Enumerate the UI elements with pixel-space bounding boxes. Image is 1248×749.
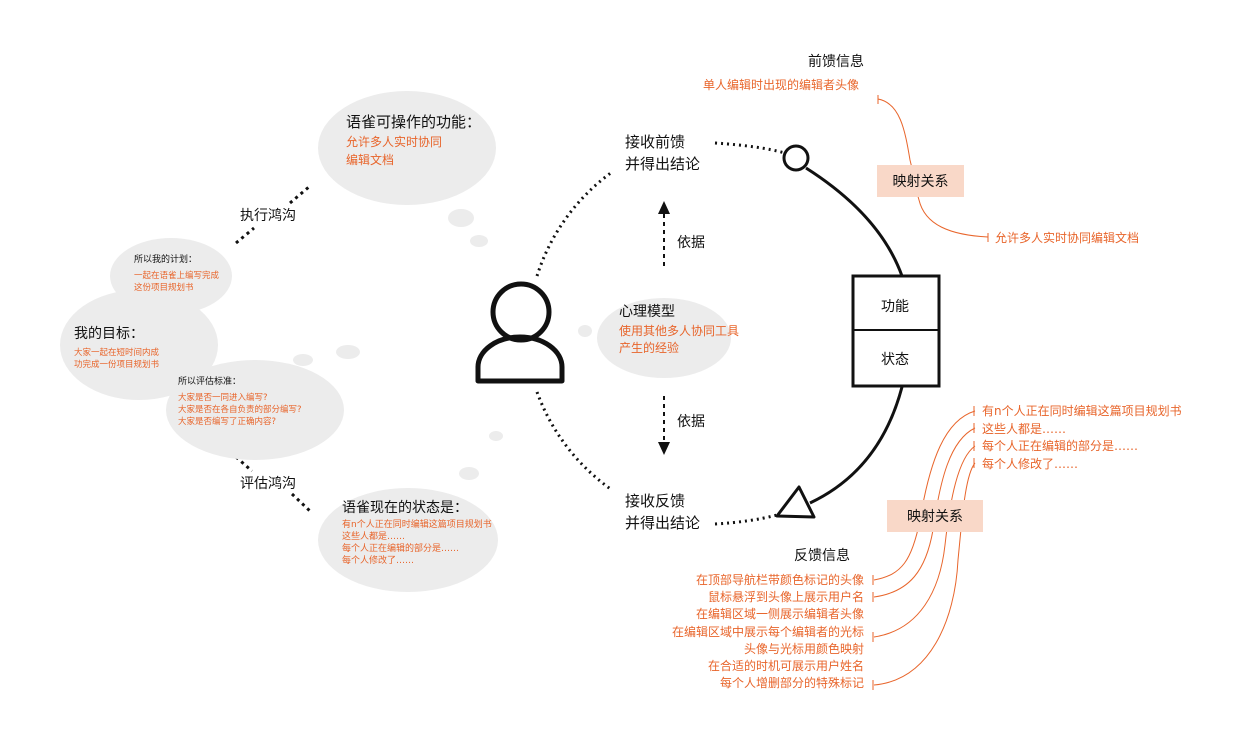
mapping-box-bottom: 映射关系 <box>887 500 983 532</box>
mental-model-content: 心理模型 使用其他多人协同工具 产生的经验 <box>619 301 739 357</box>
dotted-arc-upper-left <box>535 170 613 277</box>
plan-line-2: 这份项目规划书 <box>134 283 194 293</box>
feedforward-item: 单人编辑时出现的编辑者头像 <box>703 78 860 92</box>
bubble-top-line-1: 允许多人实时协同 <box>346 135 443 149</box>
mental-model-line-2: 产生的经验 <box>619 341 680 355</box>
mapping-brackets-bottom <box>872 406 976 690</box>
bubble-bottom-line-1: 有n个人正在同时编辑这篇项目规划书 <box>342 520 492 530</box>
dot-4 <box>293 354 313 366</box>
feedback-arrowhead <box>775 485 816 519</box>
state-item-3: 每个人正在编辑的部分是…… <box>982 439 1139 453</box>
receive-feedforward-line-1: 接收前馈 <box>625 133 686 151</box>
gulf-eval-line-b <box>290 492 313 514</box>
receive-feedforward-line-2: 并得出结论 <box>625 155 701 173</box>
mapping-top-target: 允许多人实时协同编辑文档 <box>995 231 1140 245</box>
feedback-item-4: 在编辑区域中展示每个编辑者的光标 <box>671 624 864 639</box>
state-item-1: 有n个人正在同时编辑这篇项目规划书 <box>982 404 1182 418</box>
goal-line-1: 大家一起在短时间内成 <box>74 348 160 358</box>
eval-title: 所以评估标准： <box>178 377 242 387</box>
goal-content: 我的目标： 大家一起在短时间内成 功完成一份项目规划书 <box>74 324 159 371</box>
feedback-item-2: 鼠标悬浮到头像上展示用户名 <box>707 590 864 605</box>
eval-line-1: 大家是否一同进入编写? <box>178 393 268 403</box>
basis-up-label: 依据 <box>677 235 705 251</box>
receive-feedforward-label: 接收前馈 并得出结论 <box>625 131 700 175</box>
mapping-box-top-label: 映射关系 <box>892 174 949 190</box>
box-function-label: 功能 <box>881 299 909 315</box>
bubble-top-content: 语雀可操作的功能： 允许多人实时协同 编辑文档 <box>346 111 481 169</box>
gulf-execution-label: 执行鸿沟 <box>240 208 296 224</box>
state-item-4: 每个人修改了…… <box>982 456 1079 471</box>
state-item-2: 这些人都是…… <box>982 421 1067 436</box>
dotted-arc-bottom <box>714 513 778 526</box>
dot-5 <box>459 467 479 480</box>
feedforward-title: 前馈信息 <box>808 54 864 70</box>
bubble-top-title: 语雀可操作的功能： <box>346 113 482 131</box>
mental-model-line-1: 使用其他多人协同工具 <box>619 324 740 338</box>
bubble-bottom-content: 语雀现在的状态是： 有n个人正在同时编辑这篇项目规划书 这些人都是…… 每个人正… <box>342 497 492 567</box>
solid-arc-upper-right <box>805 166 904 277</box>
bubble-eval <box>166 360 344 460</box>
bubble-bottom-line-2: 这些人都是…… <box>342 532 406 542</box>
bubble-bottom-line-3: 每个人正在编辑的部分是…… <box>342 544 460 554</box>
feedforward-node-circle <box>782 144 810 172</box>
feedback-item-1: 在顶部导航栏带颜色标记的头像 <box>695 573 864 587</box>
receive-feedback-line-2: 并得出结论 <box>625 514 701 532</box>
bubble-mental-model <box>597 298 731 378</box>
bubble-bottom-line-4: 每个人修改了…… <box>342 556 415 566</box>
bubble-bottom-title: 语雀现在的状态是： <box>342 500 468 516</box>
dot-3 <box>336 345 360 359</box>
feedback-title: 反馈信息 <box>794 548 850 564</box>
box-state-label: 状态 <box>881 352 909 368</box>
mental-model-title: 心理模型 <box>619 304 675 320</box>
receive-feedback-label: 接收反馈 并得出结论 <box>625 490 700 534</box>
eval-line-3: 大家是否编写了正确内容? <box>178 417 277 427</box>
dot-2 <box>470 235 488 247</box>
mapping-box-bottom-label: 映射关系 <box>907 509 963 525</box>
bubble-top <box>318 91 496 205</box>
dotted-arc-lower-left <box>535 391 613 492</box>
feedback-item-6: 在合适的时机可展示用户姓名 <box>707 659 864 674</box>
gulf-exec-line-b <box>289 184 311 205</box>
bubble-top-line-2: 编辑文档 <box>346 153 395 167</box>
mapping-box-top: 映射关系 <box>877 165 964 197</box>
gulf-evaluation-label: 评估鸿沟 <box>240 476 296 492</box>
arrow-up-head <box>658 201 670 214</box>
user-icon <box>475 281 565 384</box>
feedback-item-3: 在编辑区域一侧展示编辑者头像 <box>695 607 864 622</box>
feedback-items-list: 在顶部导航栏带颜色标记的头像 鼠标悬浮到头像上展示用户名 在编辑区域一侧展示编辑… <box>672 572 864 692</box>
state-items-list: 有n个人正在同时编辑这篇项目规划书 这些人都是…… 每个人正在编辑的部分是…… … <box>982 403 1182 473</box>
gulf-exec-line-a <box>235 226 255 245</box>
feedback-item-7: 每个人增删部分的特殊标记 <box>719 676 864 691</box>
eval-content: 所以评估标准： 大家是否一同进入编写? 大家是否在各自负责的部分编写? 大家是否… <box>178 375 302 428</box>
goal-title: 我的目标： <box>74 326 144 342</box>
dot-1 <box>448 209 474 227</box>
dot-6 <box>489 431 503 441</box>
basis-down-label: 依据 <box>677 414 705 430</box>
bubble-bottom <box>318 488 498 592</box>
plan-line-1: 一起在语雀上编写完成 <box>134 271 220 281</box>
dotted-arc-top <box>714 141 786 155</box>
goal-line-2: 功完成一份项目规划书 <box>74 360 160 370</box>
dot-7 <box>578 325 592 337</box>
solid-arc-lower-right <box>809 386 904 505</box>
plan-title: 所以我的计划： <box>134 255 198 265</box>
eval-line-2: 大家是否在各自负责的部分编写? <box>178 405 302 415</box>
plan-content: 所以我的计划： 一起在语雀上编写完成 这份项目规划书 <box>134 253 219 294</box>
receive-feedback-line-1: 接收反馈 <box>625 492 686 510</box>
feedback-item-5: 头像与光标用颜色映射 <box>743 641 864 656</box>
arrow-down-head <box>658 442 670 455</box>
